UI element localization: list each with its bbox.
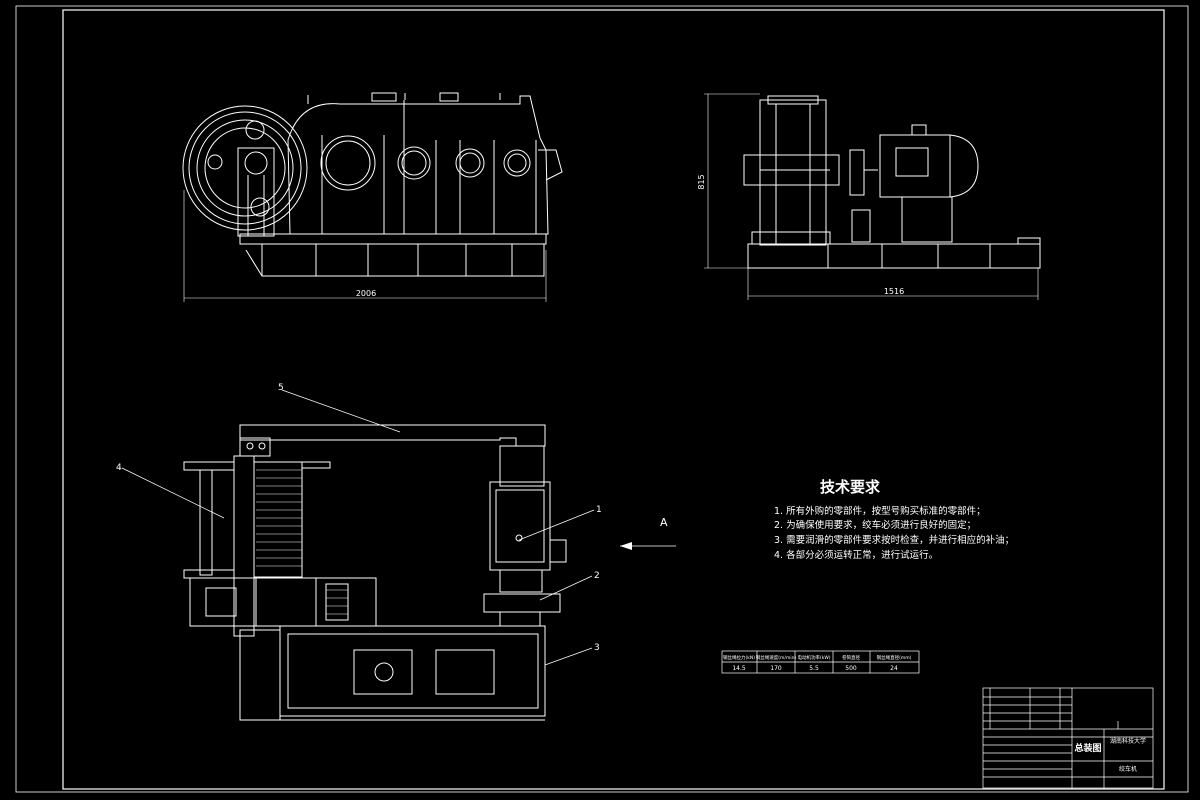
outer-border bbox=[15, 5, 1189, 793]
tech-requirement-3: 3. 需要润滑的零部件要求按时检查，并进行相应的补油； bbox=[774, 534, 1014, 546]
leader-lines bbox=[121, 389, 676, 666]
dimension-side-width: 1516 bbox=[884, 287, 904, 296]
spec-header-2: 钢丝绳速度(m/min) bbox=[756, 654, 797, 661]
part-label-3: 3 bbox=[594, 643, 600, 653]
inner-border bbox=[62, 9, 1165, 790]
title-block-product-name: 绞车机 bbox=[1119, 765, 1137, 773]
spec-header-4: 卷筒直径 bbox=[842, 654, 860, 661]
title-block-grid bbox=[982, 687, 1154, 789]
plan-view bbox=[183, 424, 567, 721]
spec-value-5: 24 bbox=[890, 665, 898, 672]
dimension-side-height: 815 bbox=[697, 174, 706, 189]
part-label-2: 2 bbox=[594, 571, 600, 581]
spec-value-3: 5.5 bbox=[809, 665, 819, 672]
spec-table-grid bbox=[721, 650, 920, 674]
tech-requirement-1: 1. 所有外购的零部件，按型号购买标准的零部件； bbox=[774, 505, 986, 517]
title-block-school: 湖南科技大学 bbox=[1110, 737, 1146, 745]
tech-requirement-4: 4. 各部分必须运转正常，进行试运行。 bbox=[774, 549, 938, 561]
tech-requirement-2: 2. 为确保使用要求，绞车必须进行良好的固定； bbox=[774, 519, 976, 531]
spec-header-3: 电动机功率(kW) bbox=[797, 654, 830, 661]
view-direction-label: A bbox=[660, 516, 668, 529]
part-label-4: 4 bbox=[116, 463, 122, 473]
side-view bbox=[704, 93, 1041, 300]
title-block-drawing-name: 总装图 bbox=[1074, 742, 1101, 754]
dimension-front-width: 2006 bbox=[356, 289, 376, 298]
part-label-1: 1 bbox=[596, 505, 602, 515]
tech-requirements-title: 技术要求 bbox=[820, 478, 881, 496]
view-arrow-head bbox=[620, 542, 632, 550]
part-label-5: 5 bbox=[278, 383, 284, 393]
front-view bbox=[182, 92, 563, 302]
spec-value-4: 500 bbox=[845, 665, 857, 672]
spec-value-2: 170 bbox=[770, 665, 782, 672]
spec-header-5: 钢丝绳直径(mm) bbox=[877, 654, 912, 661]
spec-header-1: 钢丝绳拉力(kN) bbox=[723, 654, 755, 661]
spec-value-1: 14.5 bbox=[732, 665, 746, 672]
drum-hatching bbox=[256, 469, 348, 615]
